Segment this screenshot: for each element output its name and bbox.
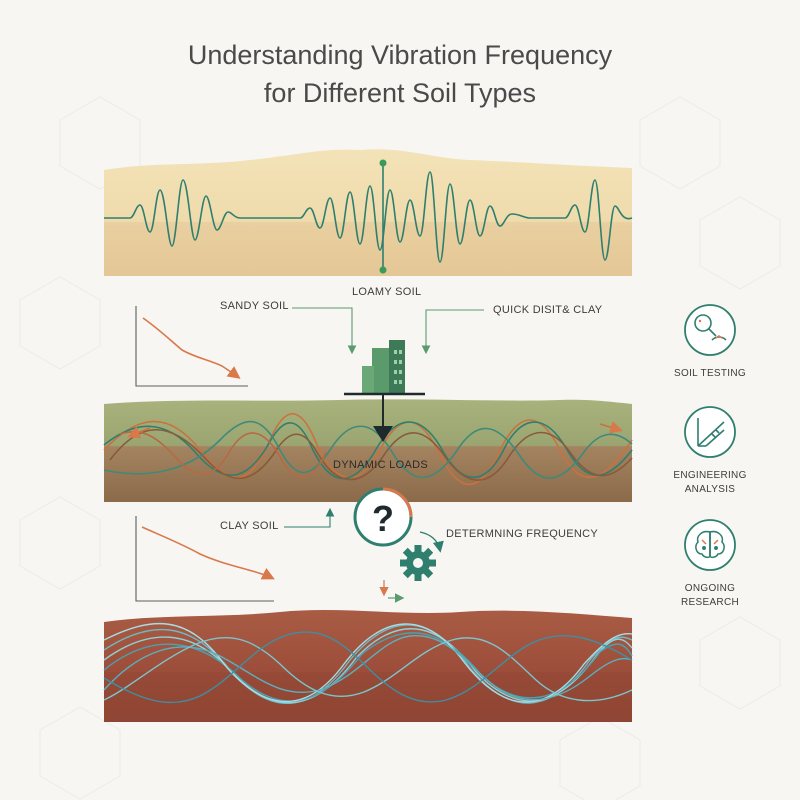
label-clay-soil: CLAY SOIL xyxy=(220,520,279,532)
load-arrow-head xyxy=(373,426,393,442)
clay-lower-stratum xyxy=(104,672,632,722)
sidebar-label-engineering-line1: ENGINEERING xyxy=(673,470,747,481)
magnifier-soil-icon xyxy=(694,314,727,341)
chart1-curve xyxy=(142,317,241,379)
sidebar-label-engineering-analysis: ENGINEERING ANALYSIS xyxy=(655,469,765,497)
chart2-curve xyxy=(141,526,275,580)
decay-chart-sandy xyxy=(135,306,248,387)
sidebar-label-engineering-line2: ANALYSIS xyxy=(684,484,736,495)
sand-lower-stratum xyxy=(104,222,632,276)
page-title: Understanding Vibration Frequency for Di… xyxy=(0,36,800,112)
sand-probe-bottom-dot xyxy=(379,266,387,274)
title-line-1: Understanding Vibration Frequency xyxy=(187,40,613,70)
building-icon xyxy=(344,340,425,396)
ruler-icon xyxy=(697,418,725,447)
label-quick-clay: QUICK DISIT& CLAY xyxy=(493,304,603,316)
clay-soil-layer xyxy=(103,610,633,722)
loam-waves xyxy=(103,412,633,486)
question-mark-icon: ? xyxy=(353,487,413,547)
sidebar-label-research-line2: RESEARCH xyxy=(681,597,739,608)
clay-leader xyxy=(284,507,335,528)
gear-icon xyxy=(400,545,436,581)
quick-leader xyxy=(421,309,484,355)
sidebar-soil-testing xyxy=(684,304,736,356)
title-line-2: for Different Soil Types xyxy=(263,78,537,108)
clay-waves xyxy=(103,623,633,704)
loam-left-arrow xyxy=(127,426,151,439)
sandy-soil-layer xyxy=(104,149,633,276)
loam-surface xyxy=(104,399,632,502)
loamy-soil-layer xyxy=(103,394,633,502)
gear-arc-arrow xyxy=(419,531,444,553)
decay-chart-clay xyxy=(135,516,275,602)
loam-right-arrow xyxy=(599,421,624,434)
chart1-axes xyxy=(135,306,248,387)
label-dynamic-loads: DYNAMIC LOADS xyxy=(333,459,428,471)
brain-icon xyxy=(695,530,725,559)
sidebar-label-soil-testing-line1: SOIL TESTING xyxy=(674,368,746,379)
direction-arrows xyxy=(379,580,405,603)
sidebar-label-ongoing-research: ONGOING RESEARCH xyxy=(655,582,765,610)
chart2-axes xyxy=(135,516,274,602)
sand-wave xyxy=(104,171,633,263)
background-hex-pattern xyxy=(19,96,781,800)
label-sandy-soil: SANDY SOIL xyxy=(220,300,289,312)
label-determining-frequency: DETERMNING FREQUENCY xyxy=(446,528,599,540)
sandy-leader xyxy=(292,307,357,355)
label-loamy-soil: LOAMY SOIL xyxy=(352,286,422,298)
sidebar-ongoing-research xyxy=(684,519,736,571)
sidebar-label-research-line1: ONGOING xyxy=(684,583,736,594)
sidebar-label-soil-testing: SOIL TESTING xyxy=(655,367,765,381)
leader-lines xyxy=(292,307,484,355)
sidebar-engineering-analysis xyxy=(684,406,736,458)
sand-probe-top-dot xyxy=(379,159,387,167)
question-symbol: ? xyxy=(372,498,394,539)
